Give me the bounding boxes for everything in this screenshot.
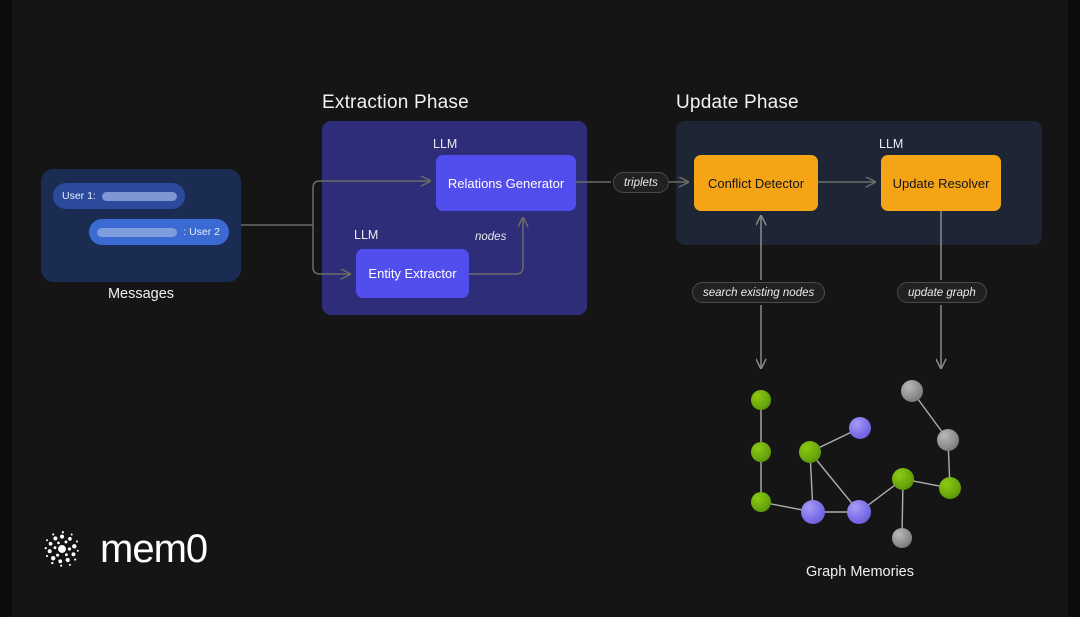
message-text-placeholder-bar (101, 191, 177, 201)
relations-generator-label: Relations Generator (447, 175, 565, 191)
graph-node (939, 477, 961, 499)
graph-node (751, 492, 771, 512)
extraction-phase-title: Extraction Phase (322, 92, 469, 113)
messages-card: User 1: : User 2 (41, 169, 241, 282)
graph-node (751, 442, 771, 462)
message-bubble-user2: : User 2 (89, 219, 229, 245)
graph-node (901, 380, 923, 402)
graph-node (801, 500, 825, 524)
mem0-logo: mem0 (40, 527, 208, 571)
left-gutter (0, 0, 12, 617)
graph-memories-caption: Graph Memories (806, 564, 914, 580)
update-graph-pill-label: update graph (897, 282, 987, 303)
graph-node (847, 500, 871, 524)
message-speaker-label: User 1: (62, 190, 96, 202)
search-existing-nodes-pill-label: search existing nodes (692, 282, 826, 303)
conflict-detector-label: Conflict Detector (707, 175, 805, 191)
graph-node (937, 429, 959, 451)
triplets-pill-label: triplets (613, 172, 669, 193)
graph-node (799, 441, 821, 463)
graph-node (892, 528, 912, 548)
right-gutter (1068, 0, 1080, 617)
entity-extractor-label: Entity Extractor (368, 266, 457, 281)
graph-node (751, 390, 771, 410)
conflict-detector-node[interactable]: Conflict Detector (694, 155, 818, 211)
update-phase-title: Update Phase (676, 92, 799, 113)
graph-node (849, 417, 871, 439)
llm-label-update-resolver: LLM (879, 137, 904, 151)
mem0-dot-cluster-icon (44, 531, 79, 567)
relations-generator-node[interactable]: Relations Generator (436, 155, 576, 211)
update-resolver-node[interactable]: Update Resolver (881, 155, 1001, 211)
message-speaker-label: : User 2 (183, 226, 220, 238)
nodes-edge-label: nodes (475, 231, 507, 243)
mem0-wordmark: mem0 (100, 527, 208, 571)
message-bubble-user1: User 1: (53, 183, 185, 209)
llm-label-entity-extractor: LLM (354, 228, 379, 242)
messages-caption: Messages (107, 286, 175, 302)
graph-node (892, 468, 914, 490)
message-text-placeholder-bar (97, 227, 178, 237)
entity-extractor-node[interactable]: Entity Extractor (356, 249, 469, 298)
llm-label-relations-generator: LLM (433, 137, 458, 151)
update-resolver-label: Update Resolver (892, 175, 990, 191)
